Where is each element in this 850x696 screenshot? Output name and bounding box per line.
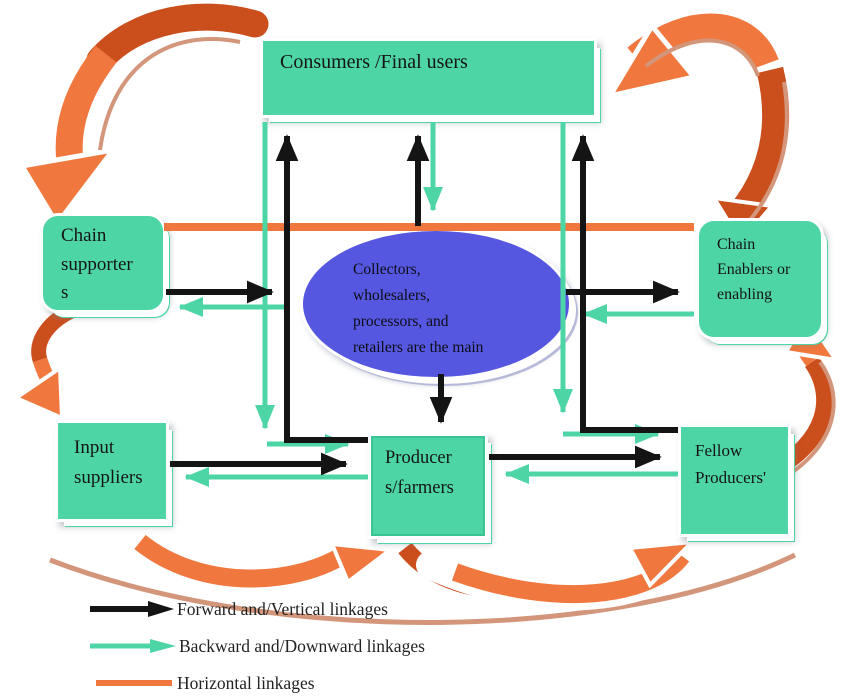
- node-middlemen-ellipse: Collectors, wholesalers, processors, and…: [300, 228, 572, 380]
- node-chain-enablers-label: Chain Enablers or enabling: [717, 236, 791, 303]
- orange-swoosh-top-left: [17, 0, 275, 229]
- legend-backward-label: Backward and/Downward linkages: [179, 635, 425, 656]
- legend-horizontal-label: Horizontal linkages: [177, 672, 315, 693]
- legend: Forward and/Vertical linkages Backward a…: [88, 596, 425, 696]
- node-chain-supporters: Chain supporter s: [40, 213, 166, 313]
- legend-item-forward: Forward and/Vertical linkages: [88, 596, 425, 622]
- node-input-suppliers-label: Input suppliers: [74, 437, 143, 489]
- node-producers-farmers: Producer s/farmers: [368, 433, 488, 539]
- node-producers-farmers-label: Producer s/farmers: [385, 448, 454, 498]
- legend-forward-label: Forward and/Vertical linkages: [177, 598, 388, 619]
- legend-item-backward: Backward and/Downward linkages: [88, 633, 425, 659]
- orange-swoosh-top-right: [604, 4, 803, 246]
- orange-swoosh-left: [11, 295, 91, 422]
- node-chain-supporters-label: Chain supporter s: [61, 225, 133, 303]
- teal-arrow-icon: [90, 639, 176, 653]
- black-arrow-icon: [90, 601, 174, 617]
- legend-item-horizontal: Horizontal linkages: [88, 670, 425, 696]
- link-fellow-to-consumers: [571, 134, 678, 433]
- node-input-suppliers: Input suppliers: [55, 420, 169, 522]
- node-middlemen-label: Collectors, wholesalers, processors, and…: [353, 261, 484, 357]
- node-consumers-final-users: Consumers /Final users: [260, 38, 597, 118]
- node-fellow-producers: Fellow Producers': [678, 424, 791, 537]
- node-chain-enablers: Chain Enablers or enabling: [696, 218, 824, 340]
- node-fellow-producers-label: Fellow Producers': [695, 441, 767, 488]
- node-consumers-label: Consumers /Final users: [280, 51, 468, 73]
- orange-line-icon: [96, 680, 172, 686]
